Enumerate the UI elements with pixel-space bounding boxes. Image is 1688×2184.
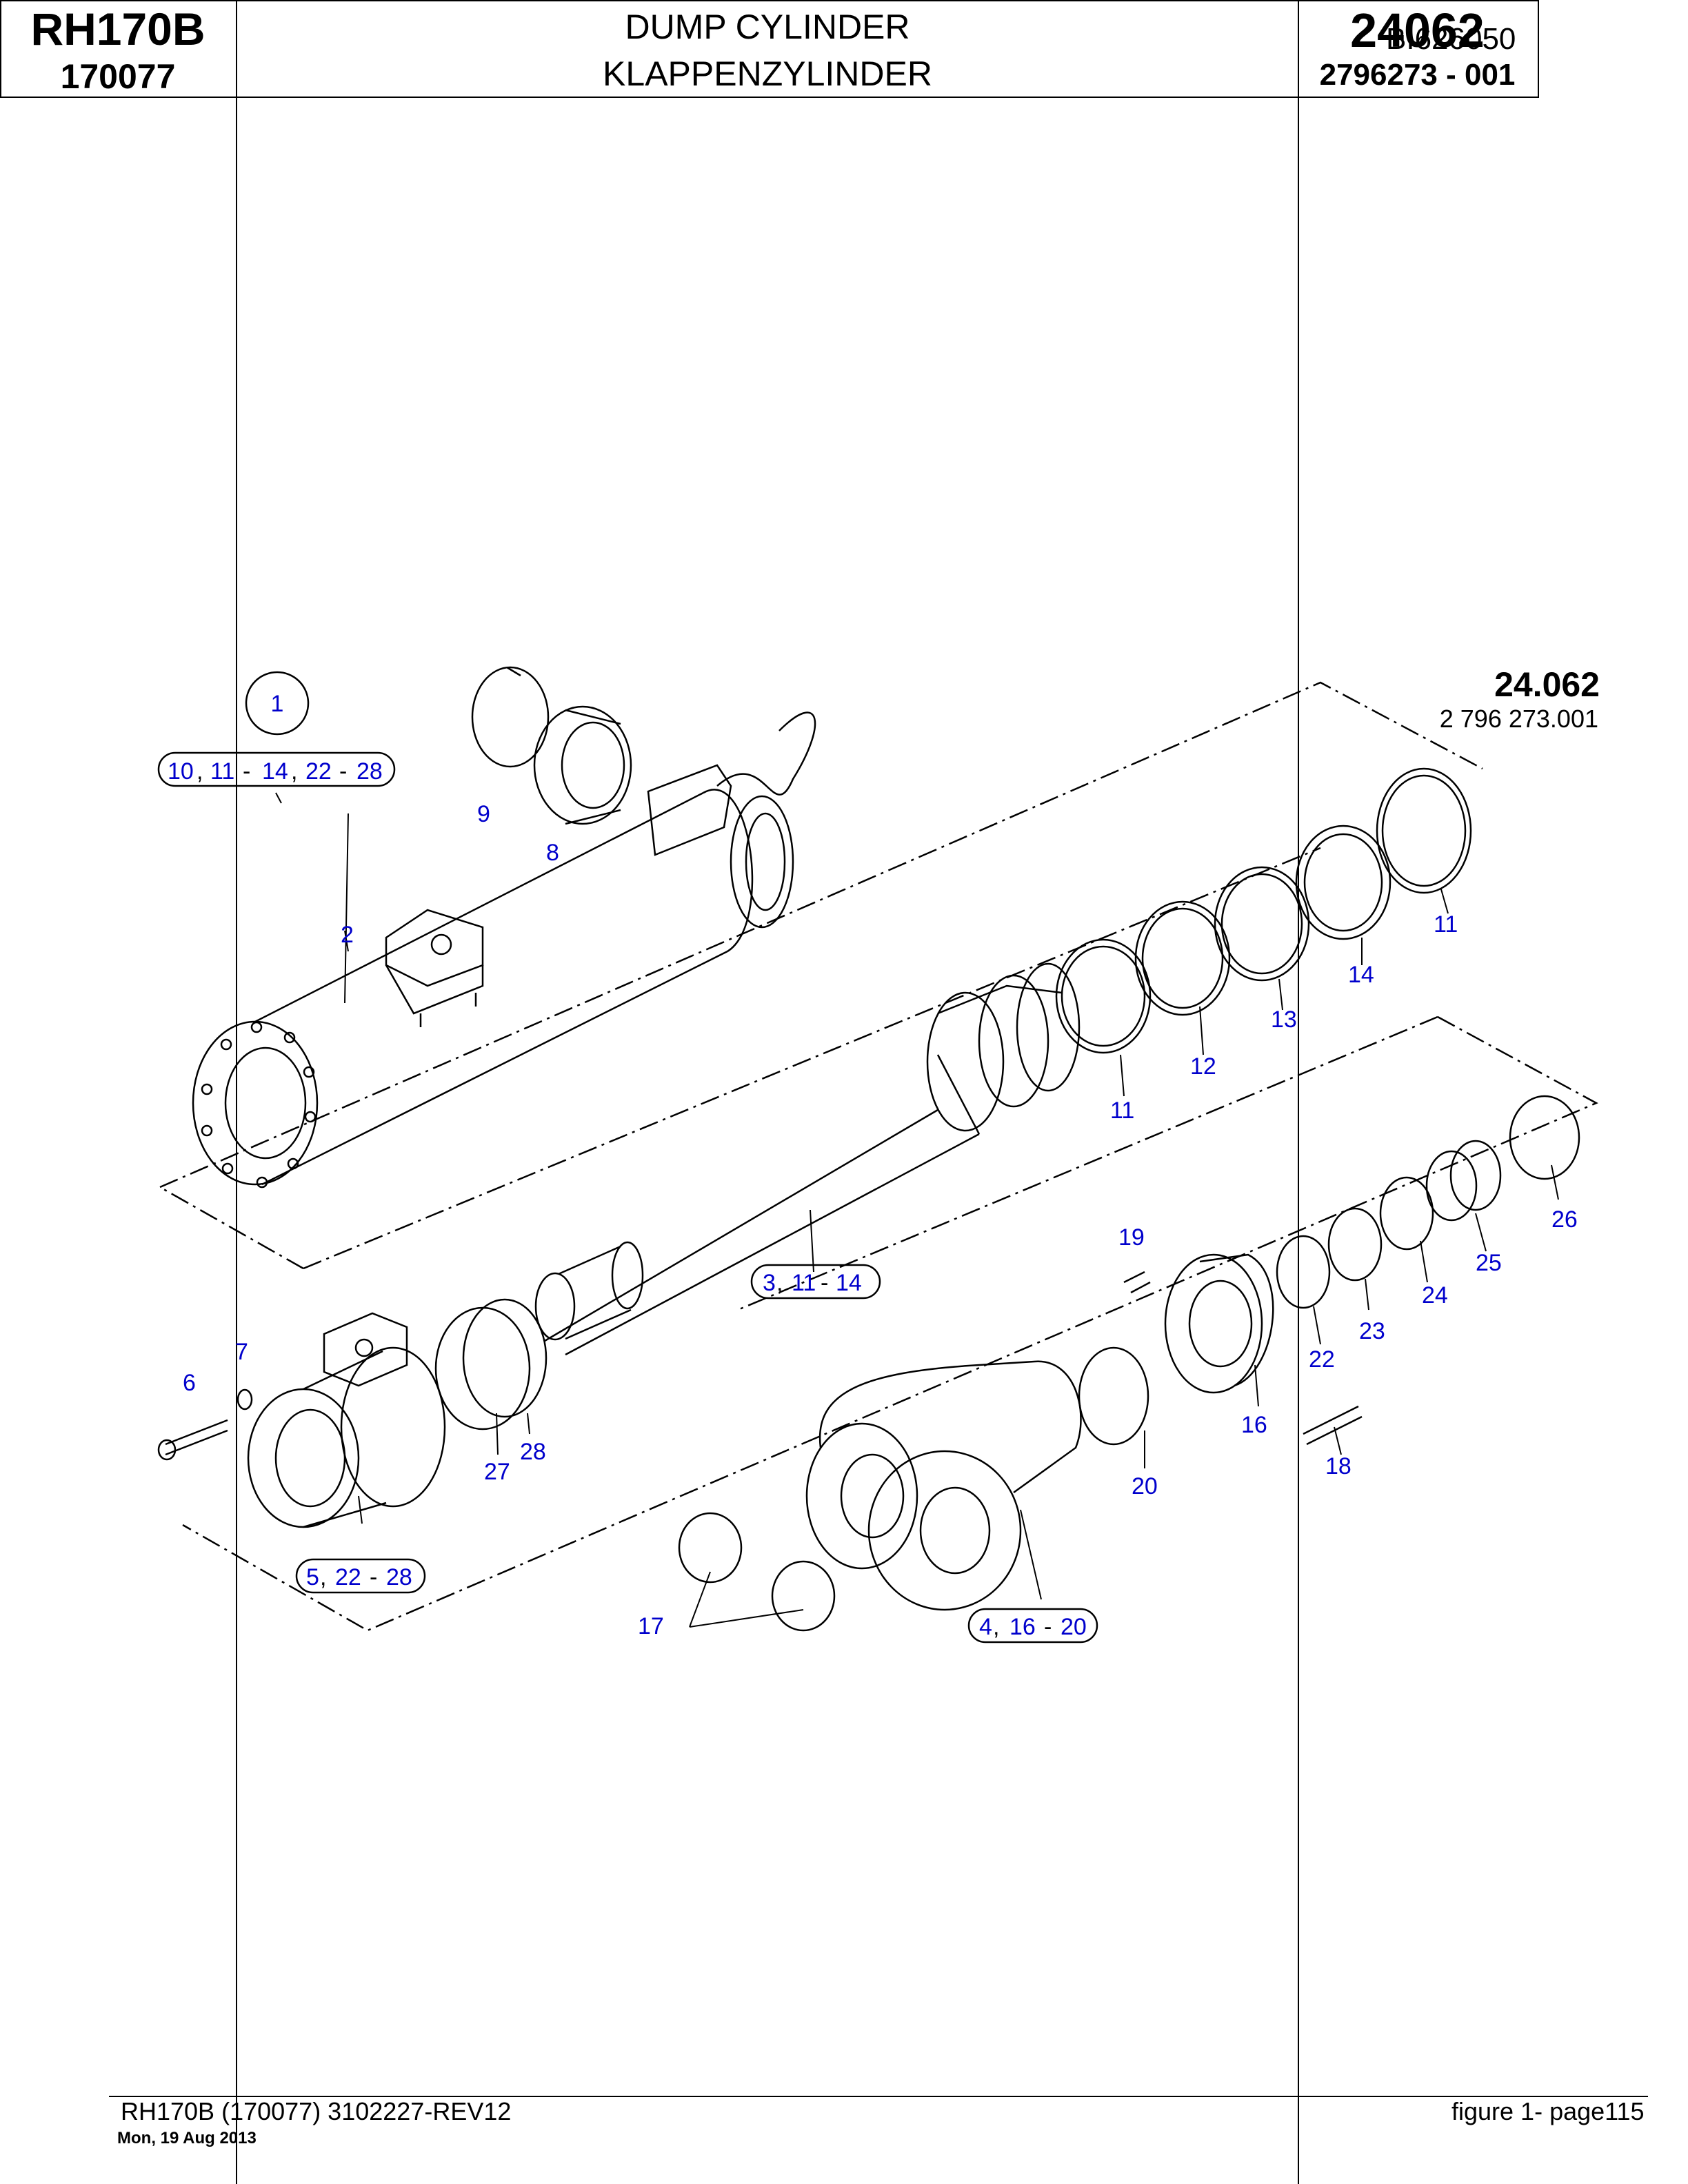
rod-eye — [805, 1360, 1082, 1611]
callout-number: 10 — [168, 758, 194, 785]
callout-item-1: 1 — [271, 691, 284, 717]
item-number: 2 — [341, 922, 354, 948]
seal-ring — [1376, 767, 1472, 894]
washer — [237, 1388, 253, 1410]
callout-box — [157, 751, 396, 787]
item-number: 17 — [638, 1613, 664, 1639]
snap-ring — [471, 666, 550, 768]
callout-box — [295, 1558, 426, 1594]
item-number: 18 — [1325, 1453, 1352, 1479]
item-number: 19 — [1118, 1224, 1145, 1251]
document-id: BI626050 — [1386, 22, 1516, 56]
callout-box — [967, 1608, 1098, 1644]
footer-divider — [109, 2096, 1648, 2097]
group-part-number: 2 796 273.001 — [1440, 705, 1598, 733]
callout-number: 22 — [335, 1564, 361, 1590]
footer-document-reference: RH170B (170077) 3102227-REV12 — [121, 2097, 512, 2125]
item-number: 8 — [546, 840, 559, 866]
group-number: 24062 — [1350, 3, 1485, 57]
callout-number: 28 — [356, 758, 383, 785]
callout-number: 11 — [792, 1270, 816, 1296]
footer-date: Mon, 19 Aug 2013 — [117, 2129, 257, 2147]
callout-assembly-5: 5 , 22 - 28 — [306, 1564, 412, 1590]
svg-text:-: - — [339, 758, 347, 785]
part-number: 2796273 - 001 — [1319, 58, 1516, 92]
item-number: 16 — [1241, 1412, 1267, 1438]
cylinder-barrel — [192, 711, 816, 1189]
svg-text:,: , — [197, 758, 203, 785]
callout-circle — [245, 671, 310, 736]
bushing — [678, 1512, 743, 1584]
callout-number: 28 — [386, 1564, 412, 1590]
svg-text:,: , — [993, 1614, 999, 1640]
pin — [1123, 1271, 1151, 1294]
title-german: KLAPPENZYLINDER — [603, 54, 932, 93]
item-number: 22 — [1309, 1346, 1335, 1373]
footer-page-number: figure 1- page115 — [1451, 2097, 1645, 2125]
callout-number: 4 — [979, 1614, 992, 1640]
model-name: RH170B — [30, 3, 205, 54]
item-number: 7 — [235, 1339, 248, 1365]
piston-nut — [1164, 1253, 1263, 1394]
bushing — [771, 1560, 836, 1632]
item-number: 6 — [183, 1370, 196, 1396]
title-cell: DUMP CYLINDER KLAPPENZYLINDER — [237, 0, 1299, 2184]
callout-box — [750, 1264, 881, 1300]
item-number: 9 — [477, 801, 490, 827]
callout-number: 20 — [1061, 1614, 1087, 1640]
svg-text:,: , — [291, 758, 297, 785]
title-block: RH170B 170077 DUMP CYLINDER KLAPPENZYLIN… — [0, 0, 1539, 2184]
item-number: 28 — [520, 1439, 546, 1465]
piston-seal — [1214, 866, 1310, 982]
callout-assembly-4: 4 , 16 - 20 — [979, 1614, 1087, 1640]
o-ring — [434, 1306, 531, 1430]
item-number: 27 — [484, 1459, 510, 1485]
item-number: 11 — [1434, 911, 1458, 938]
callout-number: 11 — [210, 758, 234, 785]
callout-number: 14 — [836, 1270, 862, 1296]
item-number: 12 — [1190, 1053, 1216, 1080]
bushing — [533, 705, 632, 825]
svg-text:-: - — [1044, 1614, 1052, 1640]
seal-ring — [1055, 938, 1152, 1054]
callout-assembly-3: 3 , 11 - 14 — [763, 1270, 862, 1296]
serial-number: 170077 — [60, 57, 176, 96]
title-english: DUMP CYLINDER — [625, 8, 910, 46]
item-number: 25 — [1476, 1250, 1502, 1276]
svg-text:-: - — [821, 1270, 828, 1296]
callout-number: 16 — [1009, 1614, 1036, 1640]
callout-number: 22 — [305, 758, 332, 785]
callout-number: 5 — [306, 1564, 319, 1590]
svg-text:,: , — [776, 1270, 783, 1296]
backup-ring — [462, 1298, 547, 1418]
svg-text:,: , — [320, 1564, 326, 1590]
screw — [1303, 1405, 1363, 1446]
item-number: 23 — [1359, 1318, 1385, 1344]
item-number: 11 — [1110, 1098, 1134, 1124]
item-number: 26 — [1551, 1206, 1578, 1233]
group-label: 24.062 — [1494, 665, 1600, 704]
group-cell: 24062 2796273 - 001 — [1299, 0, 1536, 2184]
model-cell: RH170B 170077 — [0, 0, 237, 2184]
cylinder-head — [247, 1312, 446, 1528]
callout-assembly-1: 10 , 11 - 14 , 22 - 28 — [168, 758, 383, 785]
item-number: 13 — [1271, 1007, 1297, 1033]
callout-number: 3 — [763, 1270, 776, 1296]
item-number: 14 — [1348, 962, 1374, 988]
wear-ring — [1134, 900, 1231, 1016]
item-number: 20 — [1132, 1473, 1158, 1499]
guide-bushing — [1509, 1095, 1580, 1180]
seal-ring — [1276, 1235, 1331, 1309]
o-ring — [1078, 1346, 1149, 1446]
svg-text:-: - — [243, 758, 250, 785]
item-number: 24 — [1422, 1282, 1448, 1308]
callout-number: 14 — [262, 758, 288, 785]
svg-text:-: - — [370, 1564, 377, 1590]
guide-ring — [1295, 825, 1391, 940]
piston-rod — [534, 962, 1081, 1356]
